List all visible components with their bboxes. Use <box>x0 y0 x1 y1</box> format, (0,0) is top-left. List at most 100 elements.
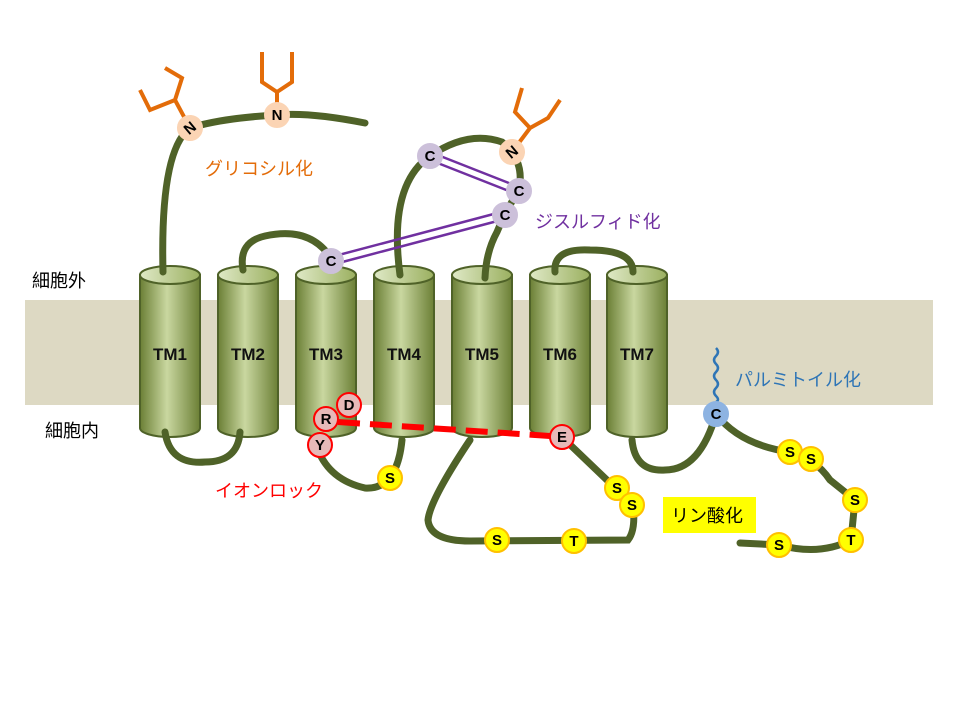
residue-glyco: N <box>264 102 290 128</box>
residue-circle <box>798 446 824 472</box>
residue-phospho: T <box>561 528 587 554</box>
residue-letter: D <box>344 397 355 414</box>
residue-letter: S <box>612 480 622 497</box>
icl1 <box>161 428 244 466</box>
palmitoyl-chain-icon <box>712 347 720 404</box>
ecl3 <box>551 246 637 276</box>
residue-circle <box>499 139 525 165</box>
extracellular-label: 細胞外 <box>32 271 86 292</box>
residue-phospho: T <box>838 527 864 553</box>
residue-circle <box>619 492 645 518</box>
disulfide-bonds <box>330 150 520 267</box>
residue-letter: T <box>569 533 578 550</box>
residue-letter: N <box>272 107 283 124</box>
residue-phospho: S <box>484 527 510 553</box>
residue-circle <box>264 102 290 128</box>
phosphorylation-label: リン酸化 <box>671 506 743 527</box>
residue-cys-palmitoyl: C <box>703 401 729 427</box>
helix-top <box>139 265 201 285</box>
residue-cys-disulfide: C <box>318 248 344 274</box>
residue-circle <box>484 527 510 553</box>
residue-glyco: N <box>177 114 203 141</box>
residue-ionic-lock: E <box>549 424 575 450</box>
residue-ionic-lock: R <box>313 406 339 432</box>
residue-letter: C <box>500 207 511 224</box>
helix-label: TM6 <box>543 345 577 364</box>
residue-circle <box>492 202 518 228</box>
residue-letter: S <box>785 444 795 461</box>
residue-cys-disulfide: C <box>417 143 443 169</box>
residue-phospho: S <box>842 487 868 513</box>
residue-letter: S <box>806 451 816 468</box>
phosphorylation-box <box>663 497 756 533</box>
residue-glyco: N <box>499 139 525 165</box>
helix-labels: TM1 TM2 TM3 TM4 TM5 TM6 TM7 <box>153 345 654 364</box>
residue-circle <box>417 143 443 169</box>
helix-top <box>217 265 279 285</box>
helix-top <box>529 265 591 285</box>
helix-body <box>606 274 668 438</box>
helix-5 <box>451 265 513 438</box>
palmitoylation-label: パルミトイル化 <box>735 370 861 391</box>
glycosylation-label: グリコシル化 <box>205 159 313 180</box>
residue-circle <box>506 178 532 204</box>
residue-ionic-lock: Y <box>307 432 333 458</box>
residue-phospho: S <box>798 446 824 472</box>
helix-label: TM4 <box>387 345 422 364</box>
residue-circle <box>177 114 203 141</box>
residue-letter: S <box>850 492 860 509</box>
residue-letter: C <box>326 253 337 270</box>
residue-circle <box>377 465 403 491</box>
icl2 <box>314 436 406 492</box>
helix-4 <box>373 265 435 438</box>
helix-label: TM5 <box>465 345 499 364</box>
helix-label: TM2 <box>231 345 265 364</box>
residue-phospho: S <box>777 439 803 465</box>
residue-letter: T <box>846 532 855 549</box>
residue-letter: S <box>627 497 637 514</box>
helices <box>139 265 668 438</box>
residue-letter: S <box>774 537 784 554</box>
residue-ionic-lock: D <box>336 392 362 418</box>
residue-circle <box>604 475 630 501</box>
residue-letter: Y <box>315 437 325 454</box>
n-terminus <box>159 110 369 276</box>
helix-top <box>373 265 435 285</box>
helix-label: TM1 <box>153 345 187 364</box>
residue-letter: R <box>321 411 332 428</box>
residue-circle <box>313 406 339 432</box>
residue-letter: E <box>557 429 567 446</box>
residue-phospho: S <box>377 465 403 491</box>
helix-1 <box>139 265 201 438</box>
residue-circle <box>318 248 344 274</box>
residue-phospho: S <box>619 492 645 518</box>
helix-2 <box>217 265 279 438</box>
residue-circle <box>842 487 868 513</box>
residue-circle <box>561 528 587 554</box>
helix-body <box>217 274 279 438</box>
disulfide-label: ジスルフィド化 <box>535 212 661 233</box>
residue-circle <box>838 527 864 553</box>
residue-circle <box>307 432 333 458</box>
helix-top <box>606 265 668 285</box>
residue-letter: S <box>385 470 395 487</box>
icl3 <box>424 433 638 545</box>
residue-phospho: S <box>766 532 792 558</box>
ionic-lock-label: イオンロック <box>215 481 323 502</box>
residue-letter: S <box>492 532 502 549</box>
residue-circle <box>549 424 575 450</box>
residue-cys-disulfide: C <box>506 178 532 204</box>
residue-circle <box>336 392 362 418</box>
helix-label: TM3 <box>309 345 343 364</box>
helix-body <box>373 274 435 438</box>
intracellular-label: 細胞内 <box>45 421 99 442</box>
ionic-lock-bond <box>337 419 551 439</box>
helix-label: TM7 <box>620 345 654 364</box>
ecl1 <box>238 230 335 274</box>
helix-7 <box>606 265 668 438</box>
residue-circle <box>766 532 792 558</box>
helix-body <box>139 274 201 438</box>
